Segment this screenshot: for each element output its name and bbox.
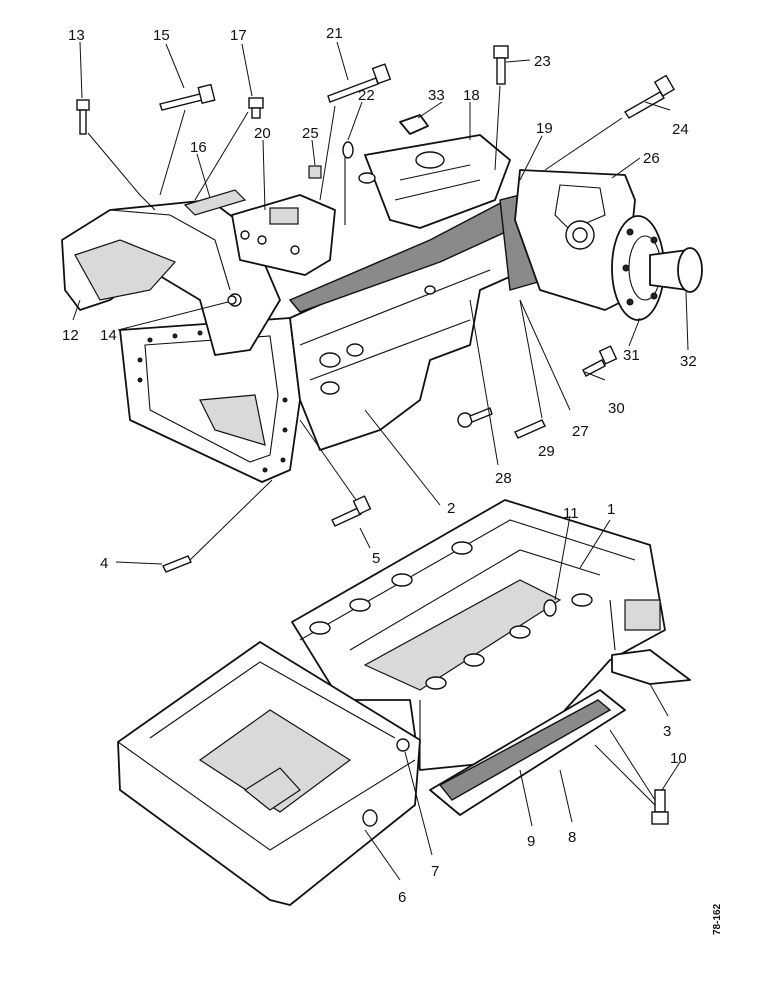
leader-lines (72, 41, 689, 881)
bolt-23 (493, 45, 509, 85)
bolt-24 (624, 74, 676, 119)
callout-32: 32 (680, 353, 697, 370)
bolt-30 (582, 345, 618, 377)
upper-housing (119, 219, 526, 483)
bolt-28 (457, 407, 493, 428)
coupling-32 (649, 247, 703, 293)
top-cover (358, 134, 511, 229)
callout-30: 30 (608, 400, 625, 417)
callout-31: 31 (623, 347, 640, 364)
rear-housing (514, 169, 636, 311)
callout-6: 6 (398, 889, 406, 906)
stud-29 (514, 419, 546, 439)
dipstick (342, 141, 354, 225)
bolt-5 (331, 495, 372, 527)
flange-31 (611, 215, 665, 321)
callout-labels: 13 15 17 21 23 24 33 18 22 19 25 20 16 2… (62, 25, 697, 906)
callout-20: 20 (254, 125, 271, 142)
valve-block (231, 194, 336, 276)
callout-26: 26 (643, 150, 660, 167)
callout-7: 7 (431, 863, 439, 880)
callout-19: 19 (536, 120, 553, 137)
callout-14: 14 (100, 327, 117, 344)
front-bracket (61, 199, 281, 356)
callout-11: 11 (563, 505, 579, 522)
callout-33: 33 (428, 87, 445, 104)
callout-21: 21 (326, 25, 343, 42)
callout-18: 18 (463, 87, 480, 104)
bolt-21 (327, 63, 392, 103)
callout-5: 5 (372, 550, 380, 567)
callout-23: 23 (534, 53, 551, 70)
drawing-code: 78-162 (712, 903, 723, 935)
callout-4: 4 (100, 555, 108, 572)
bolt-15 (159, 83, 216, 111)
oil-pan (429, 689, 626, 816)
callout-8: 8 (568, 829, 576, 846)
callout-29: 29 (538, 443, 555, 460)
callout-15: 15 (153, 27, 170, 44)
callout-22: 22 (358, 87, 375, 104)
callout-28: 28 (495, 470, 512, 487)
callout-3: 3 (663, 723, 671, 740)
callout-12: 12 (62, 327, 79, 344)
bolt-14 (227, 295, 237, 305)
bolt-13 (76, 99, 90, 135)
callout-1: 1 (607, 501, 615, 518)
callout-13: 13 (68, 27, 85, 44)
breather-33 (399, 114, 429, 135)
lower-main-housing (291, 499, 666, 771)
bolt-10 (651, 789, 669, 825)
callout-24: 24 (672, 121, 689, 138)
callout-9: 9 (527, 833, 535, 850)
bolt-17 (248, 97, 264, 119)
callout-2: 2 (447, 500, 455, 517)
callout-16: 16 (190, 139, 207, 156)
dowel-4 (162, 555, 192, 573)
plug-25 (308, 165, 322, 179)
callout-25: 25 (302, 125, 319, 142)
front-support-6 (117, 641, 421, 906)
bracket-3 (611, 649, 691, 685)
callout-10: 10 (670, 750, 687, 767)
callout-17: 17 (230, 27, 247, 44)
pipe-16 (183, 189, 247, 216)
callout-27: 27 (572, 423, 589, 440)
